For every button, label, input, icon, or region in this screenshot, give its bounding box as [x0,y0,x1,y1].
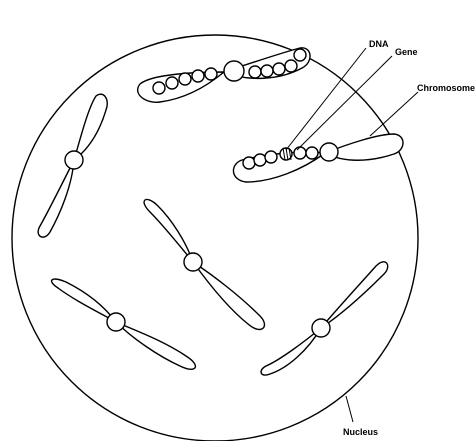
gene-label: Gene [395,47,418,57]
chromosome-leader-line [370,92,418,136]
nucleus-leader-line [346,396,353,422]
nucleus-label: Nucleus [343,427,378,437]
chromosome-label: Chromosome [417,83,475,93]
dna-label: DNA [369,39,389,49]
nucleus-membrane [12,35,418,441]
